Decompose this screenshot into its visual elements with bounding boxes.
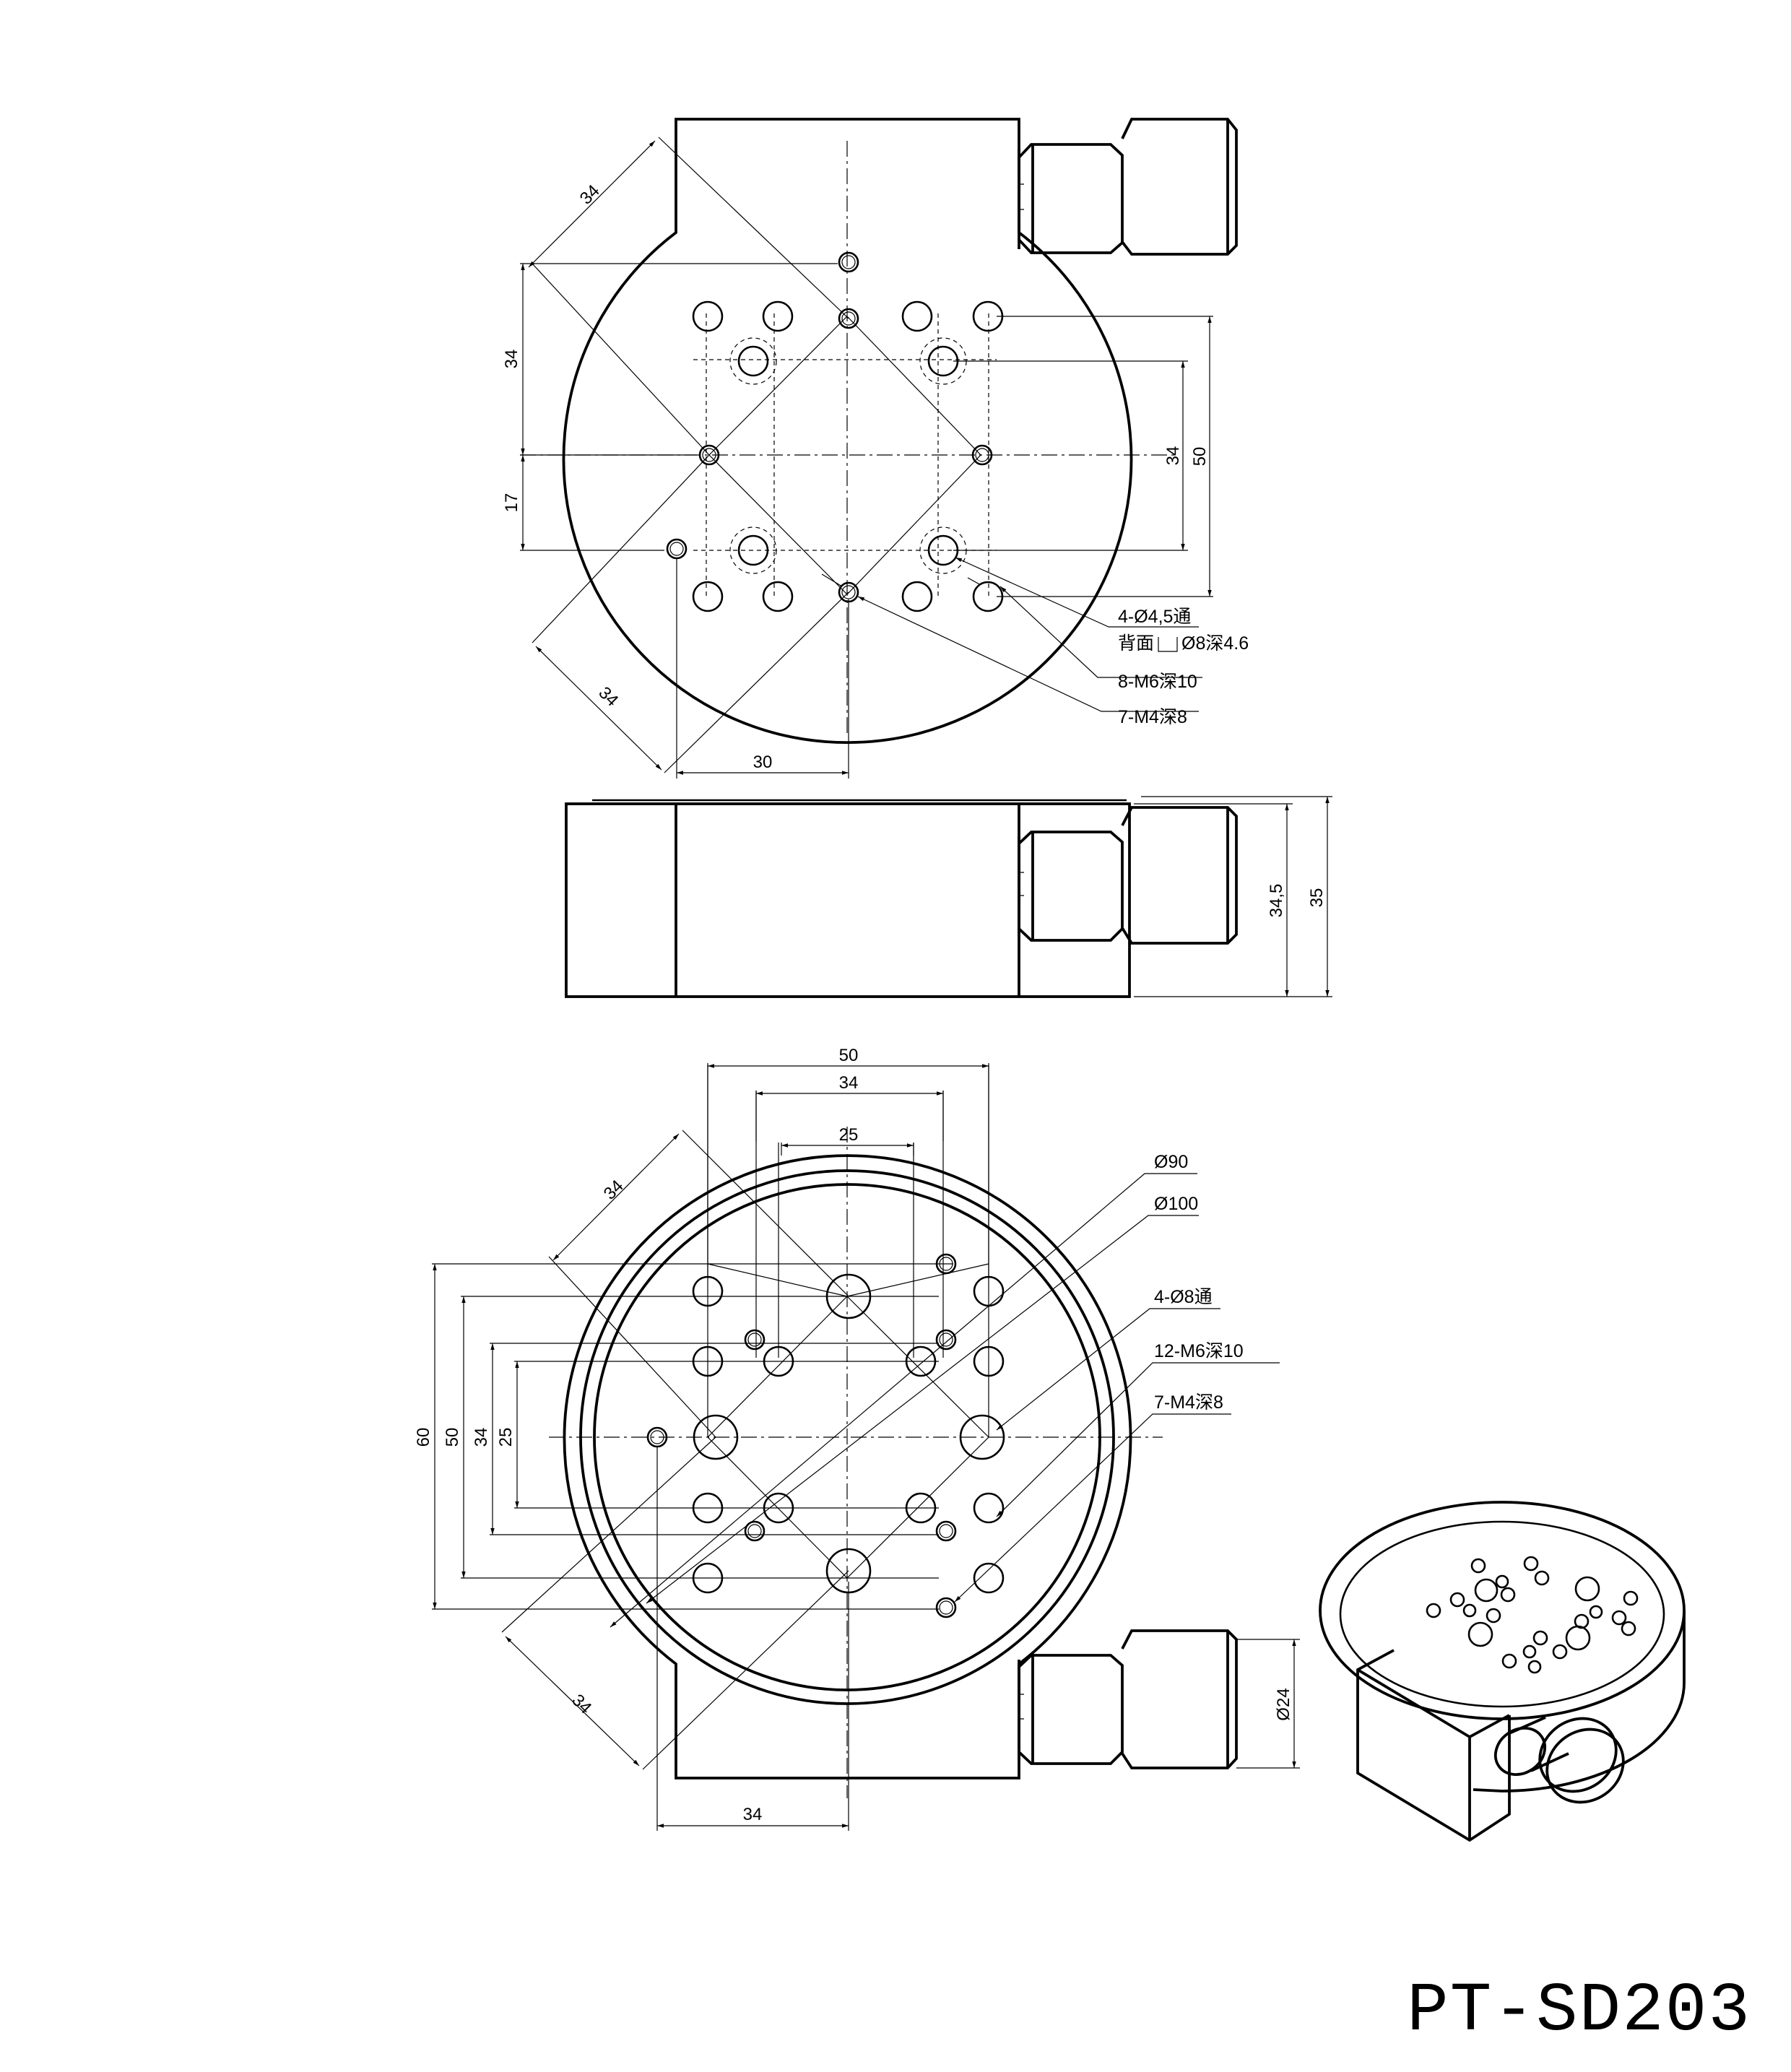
bottom-view-m4-holes bbox=[646, 1253, 957, 1618]
top-view-m6-holes bbox=[692, 300, 1004, 612]
bottom-view-through-holes-8 bbox=[693, 1273, 1005, 1594]
isometric-view bbox=[1319, 1501, 1686, 1842]
callout-m6-top: 8-M6深10 bbox=[1118, 672, 1197, 692]
top-dim-34-diag-top: 34 bbox=[576, 181, 604, 209]
callout-dia100: Ø100 bbox=[1154, 1194, 1198, 1214]
side-view-knob bbox=[1018, 806, 1238, 945]
callout-m6-bottom: 12-M6深10 bbox=[1154, 1341, 1244, 1361]
callout-through-holes: 4-Ø4,5通 bbox=[1118, 607, 1191, 627]
bottom-dim-34-bottom: 34 bbox=[743, 1805, 763, 1824]
bottom-view-outline bbox=[563, 1154, 1132, 1780]
bottom-dim-25-top: 25 bbox=[839, 1125, 859, 1145]
bottom-dim-34-diag-bottom: 34 bbox=[568, 1691, 595, 1718]
callout-counterbore-spec: Ø8深4.6 bbox=[1181, 633, 1249, 654]
top-dim-17-left: 17 bbox=[502, 493, 521, 513]
top-view-knob bbox=[1018, 118, 1238, 256]
side-view-body bbox=[565, 802, 1131, 998]
side-dim-35: 35 bbox=[1307, 888, 1327, 908]
bottom-dim-60-left: 60 bbox=[414, 1428, 433, 1447]
callout-m4-top: 7-M4深8 bbox=[1118, 707, 1187, 727]
bottom-view: 50 34 25 60 50 34 25 34 34 34 Ø24 Ø90 bbox=[414, 1046, 1300, 1831]
bottom-dim-50-top: 50 bbox=[839, 1046, 859, 1065]
top-dim-50-right: 50 bbox=[1190, 447, 1210, 467]
model-number: PT-SD203 bbox=[1407, 1972, 1751, 2050]
top-view-outline bbox=[562, 118, 1133, 744]
callout-m4-bottom: 7-M4深8 bbox=[1154, 1392, 1223, 1413]
bottom-dim-34-top: 34 bbox=[839, 1073, 859, 1093]
bottom-view-knob bbox=[1018, 1629, 1238, 1769]
top-dim-34-left: 34 bbox=[502, 350, 521, 369]
bottom-dim-24-knob: Ø24 bbox=[1274, 1688, 1293, 1720]
top-dim-34-right: 34 bbox=[1163, 446, 1183, 466]
bottom-dim-25-left: 25 bbox=[496, 1428, 516, 1447]
bottom-dim-50-left: 50 bbox=[443, 1428, 462, 1447]
top-view-through-holes bbox=[729, 337, 967, 574]
callout-counterbore: 背面 bbox=[1118, 633, 1154, 654]
isometric-knob bbox=[1493, 1716, 1625, 1804]
callout-dia90: Ø90 bbox=[1154, 1152, 1188, 1172]
isometric-holes bbox=[1426, 1556, 1639, 1674]
bottom-dim-34-left: 34 bbox=[472, 1428, 491, 1447]
bottom-view-m6-holes bbox=[692, 1275, 1005, 1594]
bottom-dim-34-diag-top: 34 bbox=[600, 1176, 628, 1204]
side-dim-34-5: 34,5 bbox=[1267, 884, 1286, 918]
top-dim-34-diag-bottom: 34 bbox=[594, 683, 622, 711]
side-view: 34,5 35 bbox=[565, 796, 1332, 998]
callout-holes8: 4-Ø8通 bbox=[1154, 1287, 1213, 1307]
top-dim-30-bottom: 30 bbox=[753, 753, 773, 772]
top-view: 34 17 34 50 34 34 30 4-Ø4,5通 背面 Ø8深4.6 8… bbox=[502, 118, 1249, 779]
counterbore-symbol-icon bbox=[1158, 637, 1178, 652]
